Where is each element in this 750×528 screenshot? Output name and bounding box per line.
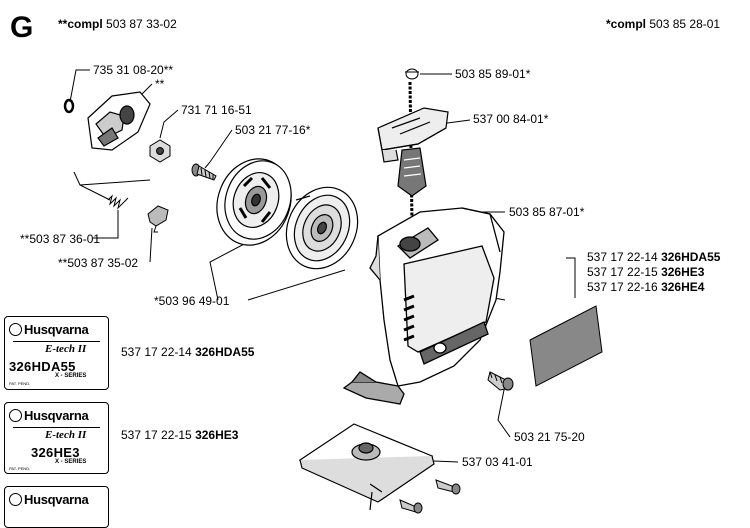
- plate-screw: [399, 479, 461, 514]
- series-label: X - SERIES: [55, 459, 87, 465]
- rope-pulley: [216, 158, 292, 246]
- leader-line: [497, 384, 511, 438]
- bottom-plate: [298, 423, 435, 511]
- part-label: 537 00 84-01*: [473, 112, 549, 126]
- part-label: 503 85 89-01*: [455, 67, 531, 81]
- right-compl-header: *compl 503 85 28-01: [606, 17, 720, 31]
- leader-line: [204, 129, 233, 169]
- right-compl-prefix: *compl: [606, 17, 647, 31]
- series-label: X - SERIES: [55, 373, 87, 379]
- housing-screw: [487, 371, 514, 391]
- decal-sheet: [529, 305, 603, 387]
- part-label: 503 85 87-01*: [509, 205, 585, 219]
- decal-part-label: 537 17 22-15 326HE3: [121, 428, 239, 442]
- pawl: [147, 205, 169, 233]
- part-label: 503 21 77-16*: [235, 123, 311, 137]
- recoil-spring: [285, 186, 359, 270]
- circlip: [63, 98, 75, 114]
- part-label: 735 31 08-20**: [93, 63, 174, 77]
- part-label: **503 87 36-01: [20, 232, 101, 246]
- decal-part-label: 537 17 22-15 326HE3: [587, 265, 705, 279]
- part-label: **503 87 35-02: [58, 256, 139, 270]
- crown-icon: [9, 323, 22, 336]
- pawl-spring: [107, 194, 129, 210]
- starter-housing: [342, 207, 505, 405]
- starter-handle: [377, 107, 449, 197]
- decal-part-label: 537 17 22-14 326HDA55: [587, 250, 721, 264]
- pat-label: PAT. PEND.: [9, 381, 31, 386]
- leader-line: [209, 241, 346, 301]
- part-label: *503 96 49-01: [154, 294, 230, 308]
- pawl-cover-plate: [87, 91, 151, 151]
- leader-line: [159, 109, 179, 139]
- etech-label: E-tech II: [45, 429, 87, 441]
- etech-label: E-tech II: [45, 343, 87, 355]
- crown-icon: [9, 409, 22, 422]
- part-label: 537 03 41-01: [462, 455, 533, 469]
- decal-part-label: 537 17 22-14 326HDA55: [121, 345, 255, 359]
- part-label: 503 21 75-20: [514, 430, 585, 444]
- decal-326he3: Husqvarna E-tech II 326HE3 X - SERIES PA…: [4, 402, 109, 474]
- decal-326he4: Husqvarna: [4, 486, 109, 528]
- leader-line: [566, 257, 576, 298]
- decal-part-label: 537 17 22-16 326HE4: [587, 280, 705, 294]
- husqvarna-logo: Husqvarna: [9, 492, 89, 507]
- leader-line: [69, 69, 90, 103]
- decal-326hda55: Husqvarna E-tech II 326HDA55 X - SERIES …: [4, 316, 109, 390]
- left-compl-number: 503 87 33-02: [106, 17, 177, 31]
- part-label: 731 71 16-51: [181, 103, 252, 117]
- left-compl-header: **compl 503 87 33-02: [58, 17, 177, 31]
- exploded-view-drawing: [63, 68, 603, 514]
- part-label: **: [155, 77, 165, 91]
- section-letter: G: [10, 11, 34, 44]
- crown-icon: [9, 493, 22, 506]
- nut: [149, 139, 171, 163]
- leader-line: [73, 171, 151, 201]
- decal-model: 326HE3: [31, 445, 80, 460]
- pat-label: PAT. PEND.: [9, 466, 31, 471]
- husqvarna-logo: Husqvarna: [9, 322, 89, 337]
- right-compl-number: 503 85 28-01: [649, 17, 721, 31]
- leader-line: [149, 227, 153, 263]
- screw: [191, 163, 217, 181]
- parts-diagram: G **compl 503 87 33-02 *compl 503 85 28-…: [4, 11, 721, 528]
- left-compl-prefix: **compl: [58, 17, 103, 31]
- husqvarna-logo: Husqvarna: [9, 408, 89, 423]
- leader-line: [93, 210, 119, 239]
- decal-model: 326HDA55: [9, 359, 76, 374]
